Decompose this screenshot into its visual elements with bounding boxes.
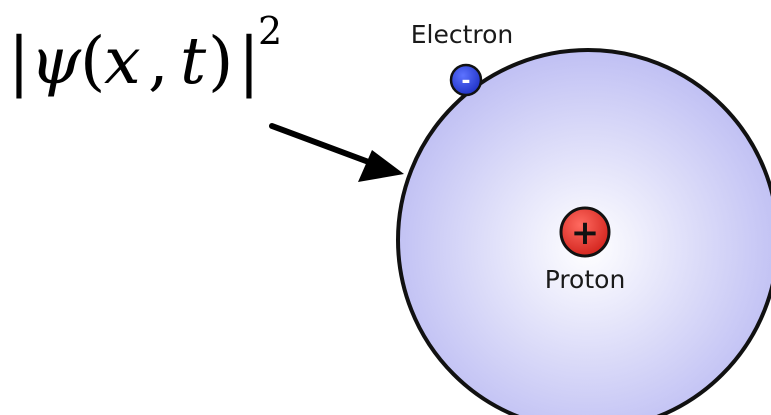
proton-particle: [559, 206, 611, 258]
proton-label: Proton: [545, 265, 626, 294]
wavefunction-open-paren: (: [80, 24, 105, 99]
wavefunction-left-bar: |: [8, 24, 30, 99]
wavefunction-psi: ψ: [30, 24, 82, 99]
pointer-arrow-shaft: [269, 123, 377, 167]
electron-sign: -: [461, 69, 470, 94]
wavefunction-exponent: 2: [258, 9, 282, 53]
electron-particle: [449, 63, 483, 97]
pointer-arrow-head: [358, 150, 404, 182]
proton-sign: +: [571, 213, 600, 253]
wavefunction-x: x: [104, 24, 141, 99]
wavefunction-t: t: [180, 24, 207, 99]
proton: + Proton: [545, 206, 626, 294]
wavefunction-right-bar: |: [238, 24, 260, 99]
wavefunction-comma: ,: [148, 24, 169, 99]
wavefunction-expression: | ψ ( x , t ) | 2: [8, 9, 282, 99]
electron: - Electron: [411, 20, 514, 97]
electron-label: Electron: [411, 20, 514, 49]
pointer-arrow: [269, 123, 404, 182]
wavefunction-close-paren: ): [208, 24, 233, 99]
